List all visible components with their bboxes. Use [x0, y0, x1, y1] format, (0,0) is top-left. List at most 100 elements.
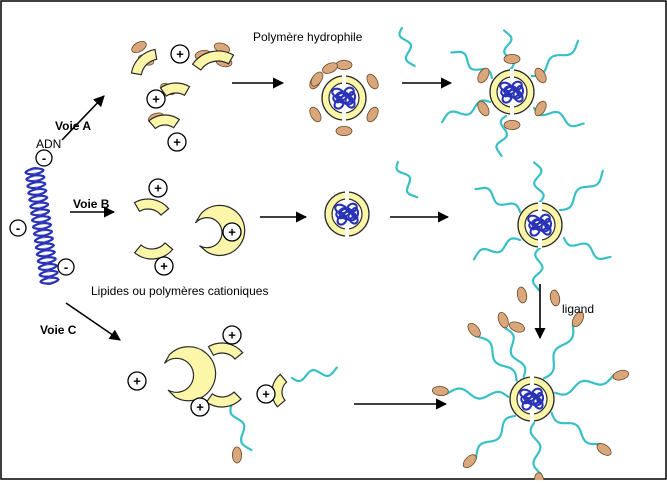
- particle-a-pegylated: [489, 69, 535, 115]
- ligand-step-1: [516, 286, 528, 304]
- ligand-shell-a: [366, 106, 379, 123]
- lipid-b1: [133, 198, 170, 216]
- ligand-step-3: [508, 321, 526, 333]
- ligand-final-4: [462, 454, 477, 469]
- ligand-c: [232, 446, 243, 464]
- polymer-free-a: [398, 26, 416, 68]
- charge-signs: ---++++++++++: [9, 44, 276, 417]
- ligand-final-7: [497, 311, 509, 329]
- arrows: [61, 77, 546, 410]
- ligand-final-5: [431, 385, 449, 397]
- charge-sign-text: +: [152, 92, 160, 107]
- charge-circle: [190, 397, 210, 417]
- ligand-shell-a: [335, 125, 353, 136]
- dna-loop: [332, 94, 342, 104]
- polymer-free-b: [395, 160, 419, 199]
- lipid-c2: [163, 346, 217, 402]
- dna-loop: [515, 84, 525, 98]
- particle-b: [324, 191, 370, 237]
- condensed-dna-icon: [499, 80, 525, 104]
- condensed-dna-icon: [331, 86, 357, 110]
- polymer-a2-3: [495, 114, 509, 157]
- charge-sign-text: +: [196, 400, 204, 415]
- ligand-shell-a2: [503, 54, 521, 65]
- dna-loop: [535, 391, 545, 405]
- charge-sign-text: +: [262, 387, 270, 402]
- polymer-c2: [229, 402, 253, 452]
- ligand-shell-a2: [477, 67, 490, 84]
- shell-gap: [345, 228, 349, 237]
- dna-loop: [531, 387, 543, 399]
- charge-circle: [57, 258, 75, 276]
- polymer-final-7: [501, 325, 527, 378]
- ligand-final-3: [534, 472, 545, 485]
- charge-circle: [35, 149, 53, 167]
- shell-gap: [530, 413, 534, 422]
- label-route-a: Voie A: [55, 119, 91, 133]
- lipid-b3: [194, 204, 246, 257]
- label-dna: ADN: [36, 137, 61, 151]
- polymer-final-4: [474, 414, 517, 460]
- dna-loop: [531, 217, 545, 229]
- charge-b3: +: [154, 256, 174, 276]
- charge-sign-text: +: [228, 328, 236, 343]
- shell-gap: [510, 69, 514, 78]
- dna-loop: [335, 210, 345, 220]
- charge-sign-text: -: [42, 151, 46, 166]
- condensed-dna-icon: [334, 202, 360, 226]
- dna-loop: [338, 206, 352, 218]
- ligand-shell-a: [309, 106, 322, 123]
- ligand-final-1: [612, 369, 630, 381]
- dna-loop: [539, 213, 551, 225]
- charge-circle: [9, 219, 27, 237]
- shell-gap: [538, 202, 542, 211]
- charge-sign-text: +: [160, 259, 168, 274]
- polymer-chains: [229, 26, 616, 476]
- ligand-a1: [131, 40, 147, 54]
- shell-gap: [510, 106, 514, 115]
- label-hydrophilic-polymer: Polymère hydrophile: [253, 30, 363, 44]
- charge-a1: +: [170, 44, 190, 64]
- charge-c1: +: [222, 325, 242, 345]
- charge-circle: [127, 371, 147, 391]
- charge-circle: [146, 89, 166, 109]
- dna-loop: [350, 206, 360, 220]
- ligand-shell-a2: [503, 119, 521, 130]
- dna-loop: [346, 202, 358, 214]
- ligand-final-0: [571, 311, 585, 328]
- dna-charge-right: -: [57, 258, 75, 276]
- label-route-b: Voie B: [73, 197, 110, 211]
- charge-circle: [154, 256, 174, 276]
- ligand-shell-a2: [534, 100, 547, 117]
- nanoparticles: [321, 69, 563, 422]
- charge-circle: [256, 384, 276, 404]
- polymer-b-5: [474, 186, 522, 214]
- charge-sign-text: +: [173, 135, 181, 150]
- charge-circle: [148, 178, 168, 198]
- dna-loop: [520, 395, 530, 405]
- polymer-final-6: [475, 335, 518, 382]
- dna-charge-top: -: [35, 149, 53, 167]
- shell-gap: [538, 239, 542, 248]
- dna-loop: [523, 391, 537, 403]
- particle-final: [509, 376, 555, 422]
- ligand-final-6: [467, 322, 481, 338]
- dna-loop: [511, 80, 523, 92]
- polymer-b-6: [533, 161, 545, 204]
- ligand-shell-a: [366, 73, 379, 90]
- lipid-c3: [205, 391, 242, 408]
- label-route-c: Voie C: [40, 323, 77, 337]
- dna-loop: [347, 90, 357, 104]
- charge-c4: +: [256, 384, 276, 404]
- lipid-a1: [130, 48, 158, 76]
- charge-circle: [222, 222, 242, 242]
- dna-loop: [500, 88, 510, 98]
- charge-b2: +: [222, 222, 242, 242]
- charge-sign-text: -: [64, 260, 68, 275]
- polymer-b-3: [531, 246, 544, 292]
- dna-loop: [503, 84, 517, 96]
- dna-helix: [24, 166, 60, 286]
- arrow-route-c: [65, 302, 121, 341]
- lipid-c1: [207, 342, 244, 360]
